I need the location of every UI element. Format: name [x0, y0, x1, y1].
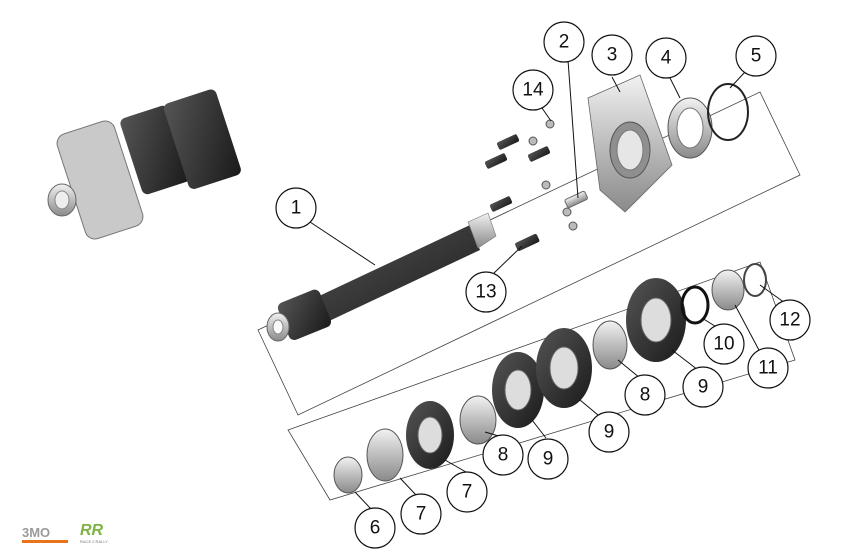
- svg-text:14: 14: [522, 80, 544, 101]
- svg-text:13: 13: [475, 282, 496, 303]
- circlip: [707, 83, 749, 141]
- upper-assembly-frame: [257, 91, 801, 416]
- svg-text:6: 6: [370, 518, 381, 539]
- svg-text:1: 1: [291, 198, 302, 219]
- svg-text:8: 8: [498, 445, 509, 466]
- callout-5: 5: [735, 35, 777, 77]
- callout-3: 3: [591, 34, 633, 76]
- callout-9: 9: [527, 438, 569, 480]
- svg-text:RACE 2 RALLY: RACE 2 RALLY: [80, 539, 108, 544]
- svg-text:3MO: 3MO: [22, 525, 50, 540]
- callout-13: 13: [465, 271, 507, 313]
- svg-text:8: 8: [640, 385, 651, 406]
- svg-text:10: 10: [713, 334, 734, 355]
- bearing-housing-plate: [587, 74, 673, 213]
- callout-14: 14: [512, 69, 554, 111]
- svg-text:7: 7: [462, 482, 473, 503]
- svg-text:3: 3: [607, 45, 618, 66]
- svg-text:2: 2: [559, 32, 570, 53]
- svg-text:9: 9: [698, 377, 709, 398]
- logo-3mo: 3MO: [22, 525, 68, 543]
- svg-text:9: 9: [604, 422, 615, 443]
- svg-text:9: 9: [543, 449, 554, 470]
- lower-assembly-frame: [287, 261, 796, 501]
- callout-7: 7: [446, 471, 488, 513]
- callout-7: 7: [400, 493, 442, 535]
- callout-12: 12: [769, 299, 811, 341]
- svg-text:12: 12: [779, 310, 800, 331]
- logo-race2rally: RR RACE 2 RALLY: [80, 522, 108, 544]
- brand-logos: 3MO RR RACE 2 RALLY: [22, 522, 108, 544]
- svg-text:11: 11: [758, 358, 778, 379]
- callout-10: 10: [703, 323, 745, 365]
- callout-8: 8: [482, 434, 524, 476]
- callout-8: 8: [624, 374, 666, 416]
- leader-lines: [309, 59, 786, 511]
- lower-gear-stack: [333, 263, 767, 494]
- svg-text:7: 7: [416, 504, 427, 525]
- svg-text:4: 4: [661, 48, 672, 69]
- assembled-gear-cluster: [47, 89, 241, 240]
- callouts: 1 2 3 4 5 14 13 12: [275, 21, 811, 549]
- svg-text:5: 5: [751, 46, 762, 67]
- callout-11: 11: [747, 347, 789, 389]
- callout-2: 2: [543, 21, 585, 63]
- callout-9: 9: [588, 411, 630, 453]
- callout-1: 1: [275, 187, 317, 229]
- roller-bearing: [667, 97, 713, 159]
- callout-9: 9: [682, 366, 724, 408]
- bolts-and-nuts: [484, 119, 588, 251]
- svg-text:RR: RR: [80, 522, 104, 539]
- main-shaft: [266, 212, 497, 342]
- callout-6: 6: [354, 507, 396, 549]
- callout-4: 4: [645, 37, 687, 79]
